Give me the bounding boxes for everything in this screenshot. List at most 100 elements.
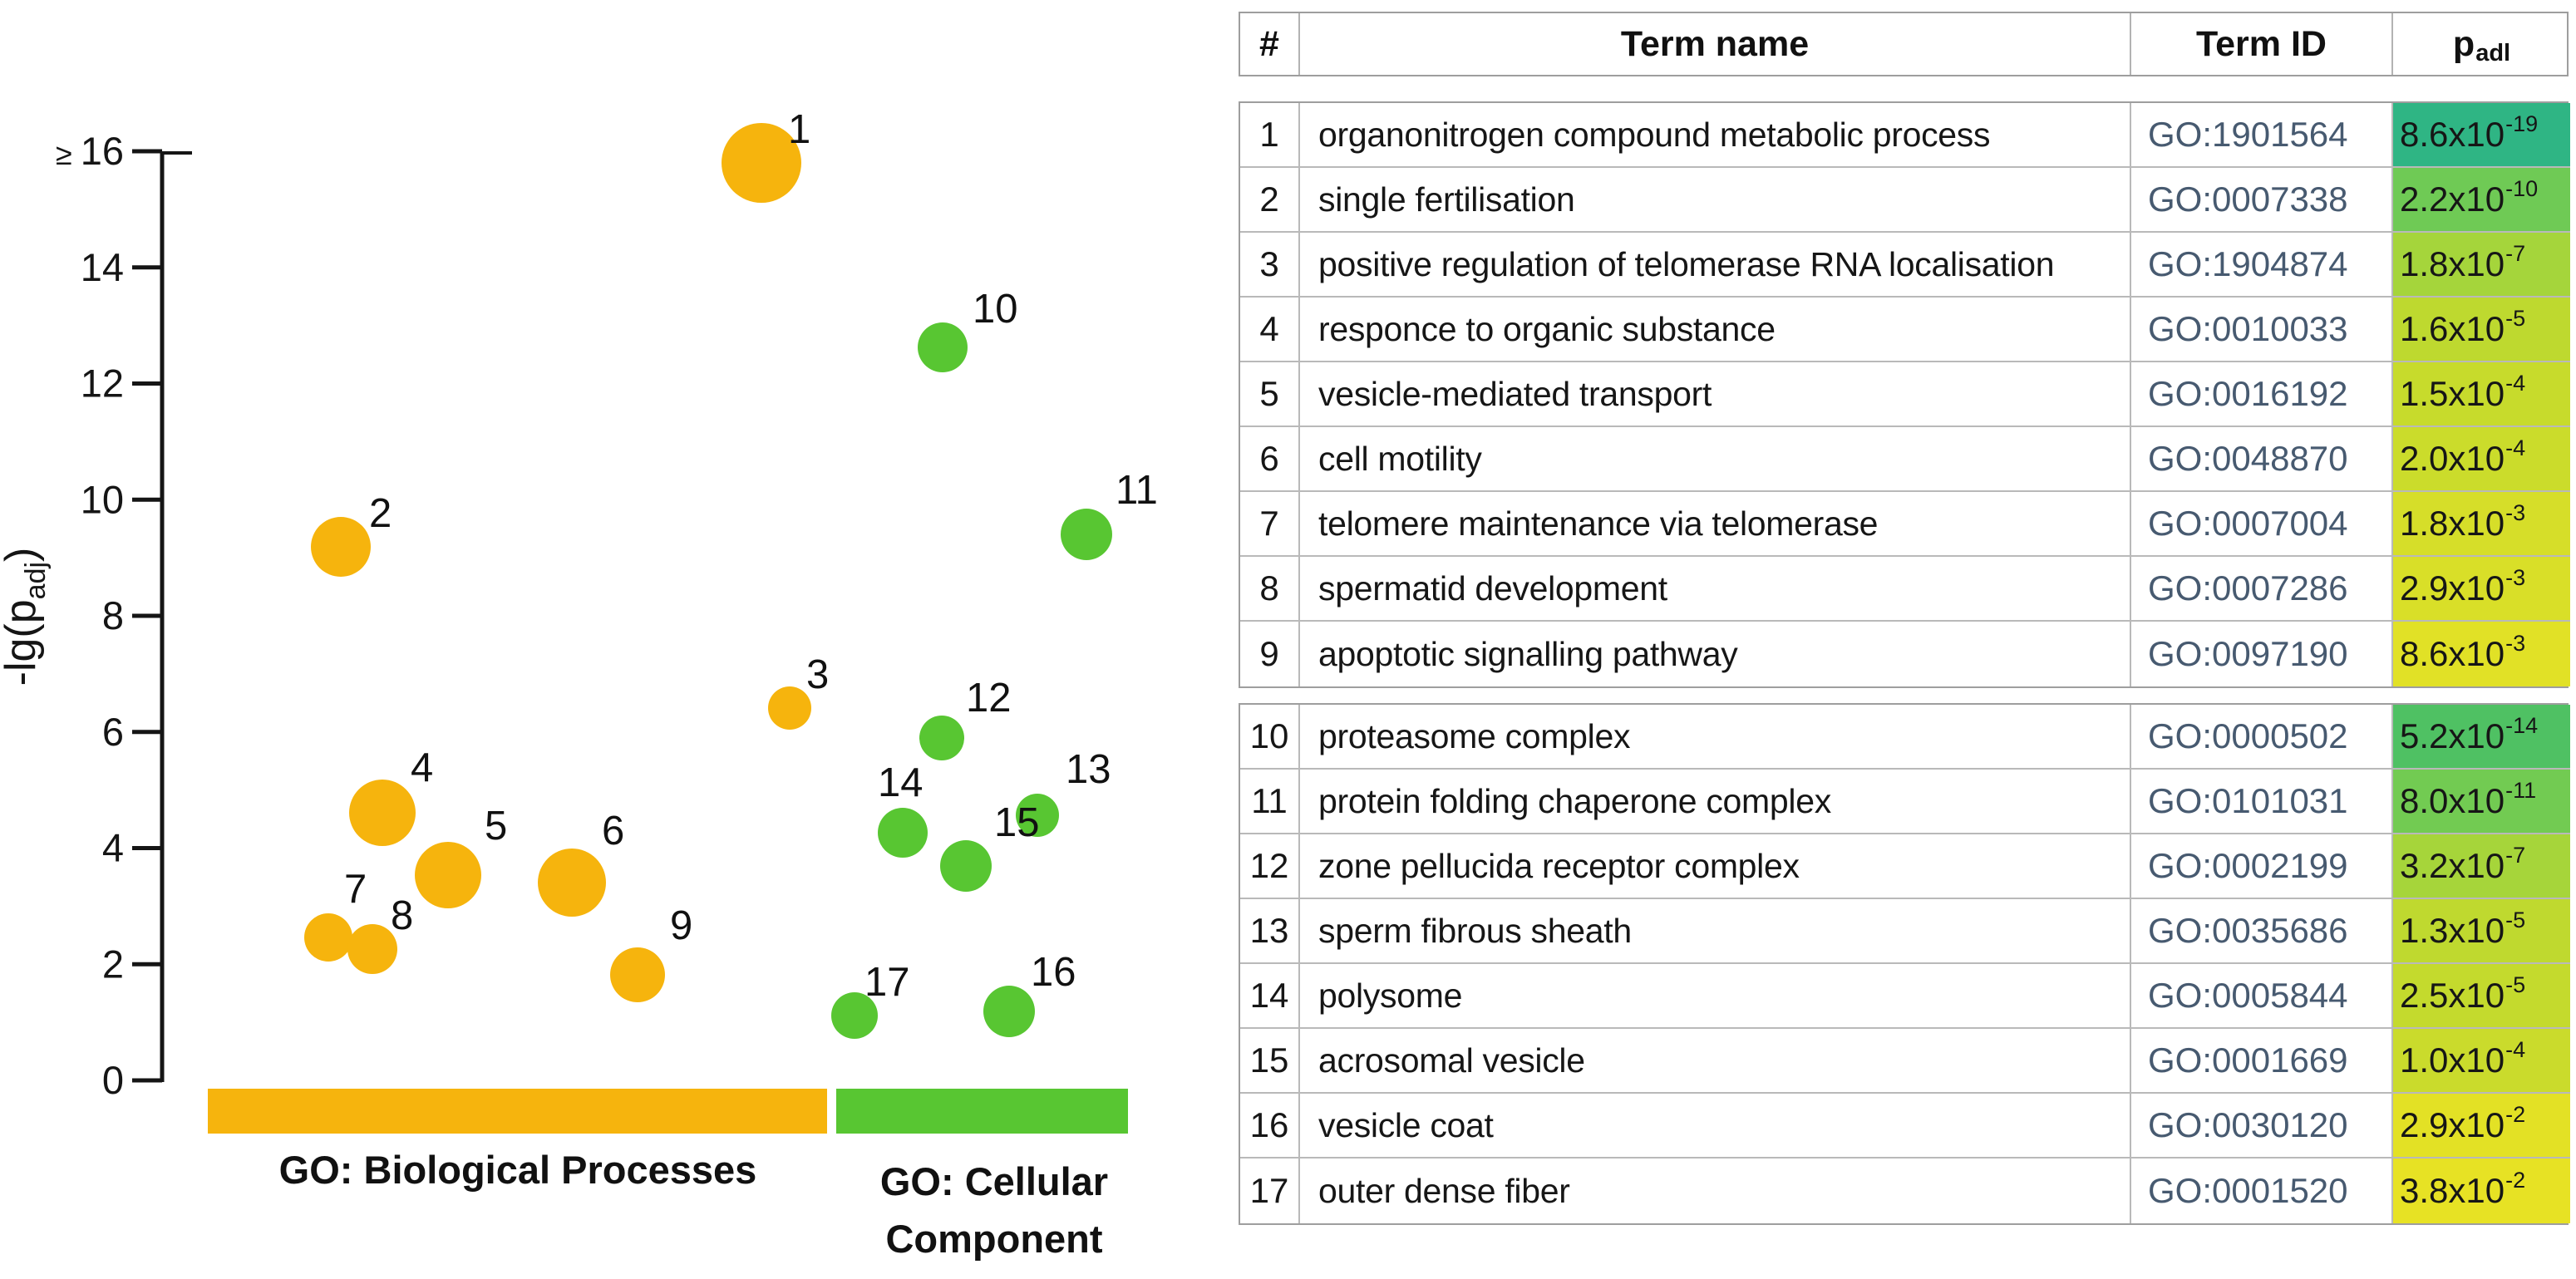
point-label-3: 3 <box>806 652 829 697</box>
padj-mantissa: 2.9x10 <box>2400 1105 2505 1144</box>
scatter-point-12 <box>919 716 964 760</box>
row-number: 12 <box>1240 834 1298 899</box>
point-label-8: 8 <box>391 893 413 938</box>
term-name-cell: positive regulation of telomerase RNA lo… <box>1298 233 2130 298</box>
padj-cell: 1.0x10-4 <box>2391 1029 2570 1094</box>
point-label-1: 1 <box>788 107 810 152</box>
row-number: 3 <box>1240 233 1298 298</box>
padj-exponent: -5 <box>2505 305 2526 331</box>
point-label-11: 11 <box>1116 468 1158 513</box>
padj-cell: 1.3x10-5 <box>2391 899 2570 964</box>
scatter-point-9 <box>610 947 665 1002</box>
padj-cell: 8.0x10-11 <box>2391 770 2570 834</box>
point-label-9: 9 <box>670 903 692 948</box>
term-id-cell: GO:0007338 <box>2130 168 2391 233</box>
y-axis-tick-label: 2 <box>102 942 124 986</box>
term-id-cell: GO:0030120 <box>2130 1094 2391 1158</box>
scatter-point-8 <box>347 924 397 974</box>
padj-cell: 1.6x10-5 <box>2391 298 2570 362</box>
row-number: 15 <box>1240 1029 1298 1094</box>
row-number: 2 <box>1240 168 1298 233</box>
term-id-cell: GO:0007286 <box>2130 557 2391 622</box>
term-id-cell: GO:0097190 <box>2130 622 2391 686</box>
padj-exponent: -3 <box>2505 564 2526 590</box>
padj-cell: 1.5x10-4 <box>2391 362 2570 427</box>
point-label-6: 6 <box>602 809 624 853</box>
point-label-17: 17 <box>864 960 910 1005</box>
point-label-5: 5 <box>485 804 507 849</box>
point-label-16: 16 <box>1031 950 1076 995</box>
col-header-term-id: Term ID <box>2130 13 2391 75</box>
padj-mantissa: 1.8x10 <box>2400 504 2505 543</box>
term-id-cell: GO:0005844 <box>2130 964 2391 1029</box>
col-header-term-name: Term name <box>1298 13 2130 75</box>
term-name-cell: spermatid development <box>1298 557 2130 622</box>
padj-mantissa: 1.5x10 <box>2400 374 2505 413</box>
y-axis-tick-label: 12 <box>81 362 124 406</box>
row-number: 8 <box>1240 557 1298 622</box>
point-label-14: 14 <box>878 760 924 805</box>
padj-mantissa: 1.3x10 <box>2400 911 2505 950</box>
term-name-cell: organonitrogen compound metabolic proces… <box>1298 103 2130 168</box>
padj-cell: 8.6x10-3 <box>2391 622 2570 686</box>
term-name-cell: cell motility <box>1298 427 2130 492</box>
term-name-cell: acrosomal vesicle <box>1298 1029 2130 1094</box>
category-label-line: Component <box>885 1217 1102 1261</box>
scatter-point-3 <box>768 686 811 730</box>
row-number: 5 <box>1240 362 1298 427</box>
padj-exponent: -7 <box>2505 240 2526 266</box>
scatter-point-15 <box>940 840 992 892</box>
term-id-cell: GO:0007004 <box>2130 492 2391 557</box>
padj-cell: 2.5x10-5 <box>2391 964 2570 1029</box>
padj-cell: 2.2x10-10 <box>2391 168 2570 233</box>
scatter-point-2 <box>311 517 371 577</box>
padj-mantissa: 1.6x10 <box>2400 309 2505 348</box>
y-axis-tick-label: 10 <box>81 477 124 521</box>
point-label-7: 7 <box>344 867 367 912</box>
point-label-15: 15 <box>994 800 1040 845</box>
row-number: 7 <box>1240 492 1298 557</box>
padj-exponent: -14 <box>2505 712 2539 738</box>
padj-mantissa: 3.8x10 <box>2400 1171 2505 1210</box>
term-name-cell: outer dense fiber <box>1298 1158 2130 1223</box>
padj-exponent: -3 <box>2505 630 2526 656</box>
padj-cell: 1.8x10-3 <box>2391 492 2570 557</box>
padj-cell: 1.8x10-7 <box>2391 233 2570 298</box>
term-id-cell: GO:1904874 <box>2130 233 2391 298</box>
col-header-number: # <box>1259 23 1279 64</box>
row-number: 6 <box>1240 427 1298 492</box>
row-number: 1 <box>1240 103 1298 168</box>
padj-mantissa: 2.9x10 <box>2400 568 2505 608</box>
scatter-point-4 <box>349 780 416 846</box>
padj-mantissa: 1.0x10 <box>2400 1040 2505 1080</box>
padj-exponent: -4 <box>2505 1036 2526 1062</box>
term-name-cell: responce to organic substance <box>1298 298 2130 362</box>
row-number: 14 <box>1240 964 1298 1029</box>
term-name-cell: protein folding chaperone complex <box>1298 770 2130 834</box>
padj-cell: 2.0x10-4 <box>2391 427 2570 492</box>
padj-exponent: -5 <box>2505 907 2526 932</box>
row-number: 13 <box>1240 899 1298 964</box>
padj-exponent: -2 <box>2505 1167 2526 1193</box>
padj-mantissa: 2.5x10 <box>2400 976 2505 1015</box>
scatter-point-1 <box>722 123 801 203</box>
category-bar-2 <box>836 1089 1128 1134</box>
term-name-cell: vesicle coat <box>1298 1094 2130 1158</box>
term-name-cell: vesicle-mediated transport <box>1298 362 2130 427</box>
padj-exponent: -19 <box>2505 111 2539 136</box>
padj-mantissa: 2.2x10 <box>2400 180 2505 219</box>
scatter-point-7 <box>304 913 352 962</box>
y-axis-tick-label: 0 <box>102 1058 124 1102</box>
term-id-cell: GO:1901564 <box>2130 103 2391 168</box>
point-label-13: 13 <box>1066 747 1111 792</box>
padj-cell: 2.9x10-2 <box>2391 1094 2570 1158</box>
padj-mantissa: 8.0x10 <box>2400 781 2505 820</box>
term-name-cell: apoptotic signalling pathway <box>1298 622 2130 686</box>
padj-mantissa: 5.2x10 <box>2400 716 2505 755</box>
padj-cell: 5.2x10-14 <box>2391 705 2570 770</box>
scatter-point-6 <box>538 849 606 917</box>
point-label-2: 2 <box>369 491 392 536</box>
term-id-cell: GO:0048870 <box>2130 427 2391 492</box>
